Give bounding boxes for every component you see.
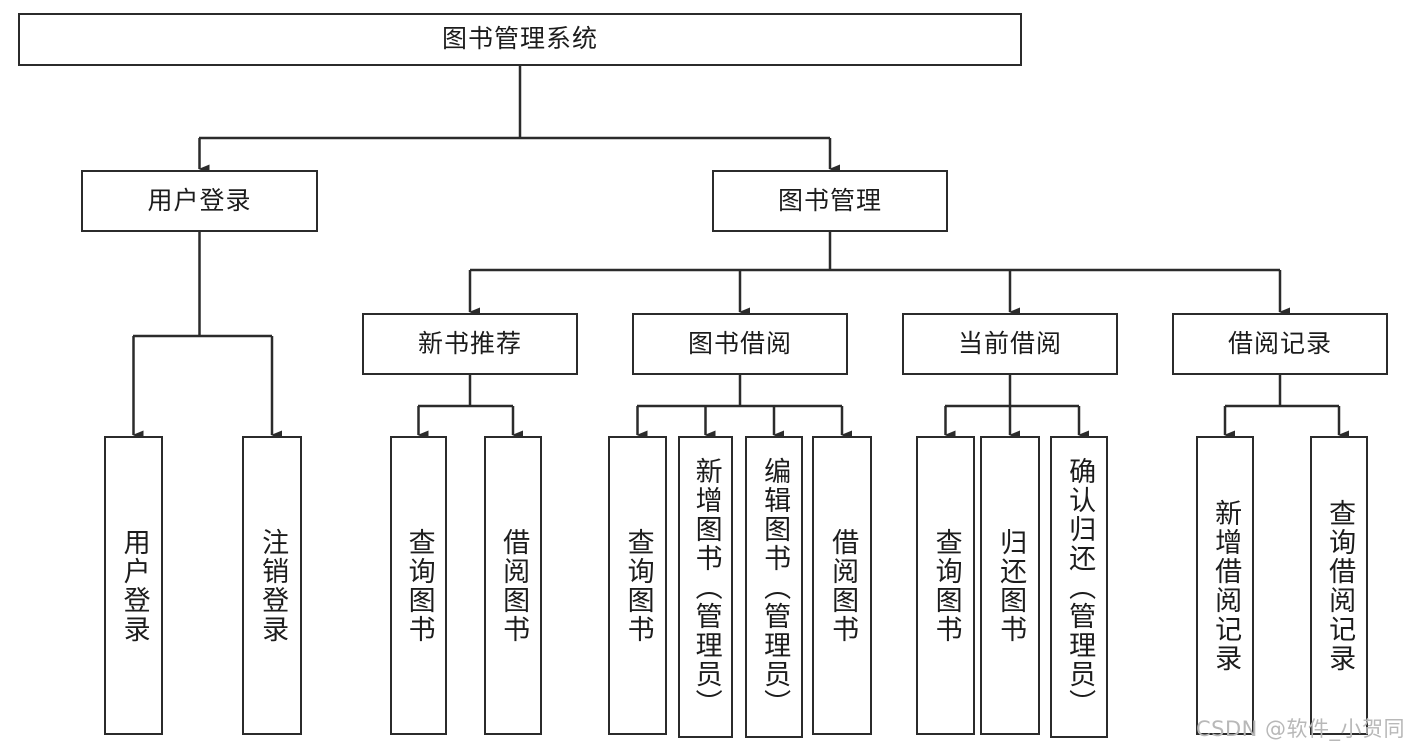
node-label-root: 图书管理系统 xyxy=(441,24,598,54)
node-label-leaf-query-book-3: 查询图书 xyxy=(930,527,962,644)
node-label-book-mgmt: 图书管理 xyxy=(777,185,882,215)
node-leaf-add-book[interactable]: 新增图书（管理员） xyxy=(678,436,733,738)
node-book-borrow[interactable]: 图书借阅 xyxy=(632,313,848,375)
edge-group xyxy=(132,66,1349,440)
node-leaf-return-book[interactable]: 归还图书 xyxy=(980,436,1040,735)
node-label-leaf-edit-book: 编辑图书（管理员） xyxy=(759,456,791,718)
node-borrow-record[interactable]: 借阅记录 xyxy=(1172,313,1388,375)
node-label-leaf-query-record: 查询借阅记录 xyxy=(1324,498,1356,673)
node-leaf-query-book-2[interactable]: 查询图书 xyxy=(608,436,667,735)
node-leaf-query-record[interactable]: 查询借阅记录 xyxy=(1310,436,1368,735)
node-label-leaf-add-record: 新增借阅记录 xyxy=(1210,498,1242,673)
node-leaf-confirm-return[interactable]: 确认归还（管理员） xyxy=(1050,436,1108,738)
node-current-borrow[interactable]: 当前借阅 xyxy=(902,313,1118,375)
node-label-leaf-logout: 注销登录 xyxy=(257,527,289,644)
node-label-leaf-borrow-book-1: 借阅图书 xyxy=(498,527,530,644)
node-new-book-rec[interactable]: 新书推荐 xyxy=(362,313,578,375)
node-leaf-edit-book[interactable]: 编辑图书（管理员） xyxy=(745,436,803,738)
node-leaf-add-record[interactable]: 新增借阅记录 xyxy=(1196,436,1254,735)
csdn-watermark: CSDN @软件_小贺同学 xyxy=(1196,717,1405,741)
node-label-current-borrow: 当前借阅 xyxy=(957,328,1062,358)
node-leaf-logout[interactable]: 注销登录 xyxy=(242,436,302,735)
node-root[interactable]: 图书管理系统 xyxy=(18,13,1022,66)
node-label-user-login: 用户登录 xyxy=(147,185,252,215)
node-label-leaf-borrow-book-2: 借阅图书 xyxy=(827,527,859,644)
node-leaf-query-book-1[interactable]: 查询图书 xyxy=(390,436,447,735)
node-user-login[interactable]: 用户登录 xyxy=(81,170,318,232)
node-label-new-book-rec: 新书推荐 xyxy=(417,328,522,358)
node-leaf-borrow-book-2[interactable]: 借阅图书 xyxy=(812,436,872,735)
node-leaf-query-book-3[interactable]: 查询图书 xyxy=(916,436,975,735)
node-label-leaf-confirm-return: 确认归还（管理员） xyxy=(1064,456,1096,718)
node-leaf-user-login[interactable]: 用户登录 xyxy=(104,436,163,735)
node-label-book-borrow: 图书借阅 xyxy=(687,328,792,358)
node-label-leaf-user-login: 用户登录 xyxy=(118,527,150,644)
node-label-leaf-add-book: 新增图书（管理员） xyxy=(690,456,722,718)
node-leaf-borrow-book-1[interactable]: 借阅图书 xyxy=(484,436,542,735)
node-label-borrow-record: 借阅记录 xyxy=(1227,328,1332,358)
node-book-mgmt[interactable]: 图书管理 xyxy=(712,170,948,232)
node-label-leaf-return-book: 归还图书 xyxy=(995,527,1027,644)
node-label-leaf-query-book-2: 查询图书 xyxy=(622,527,654,644)
node-label-leaf-query-book-1: 查询图书 xyxy=(403,527,435,644)
